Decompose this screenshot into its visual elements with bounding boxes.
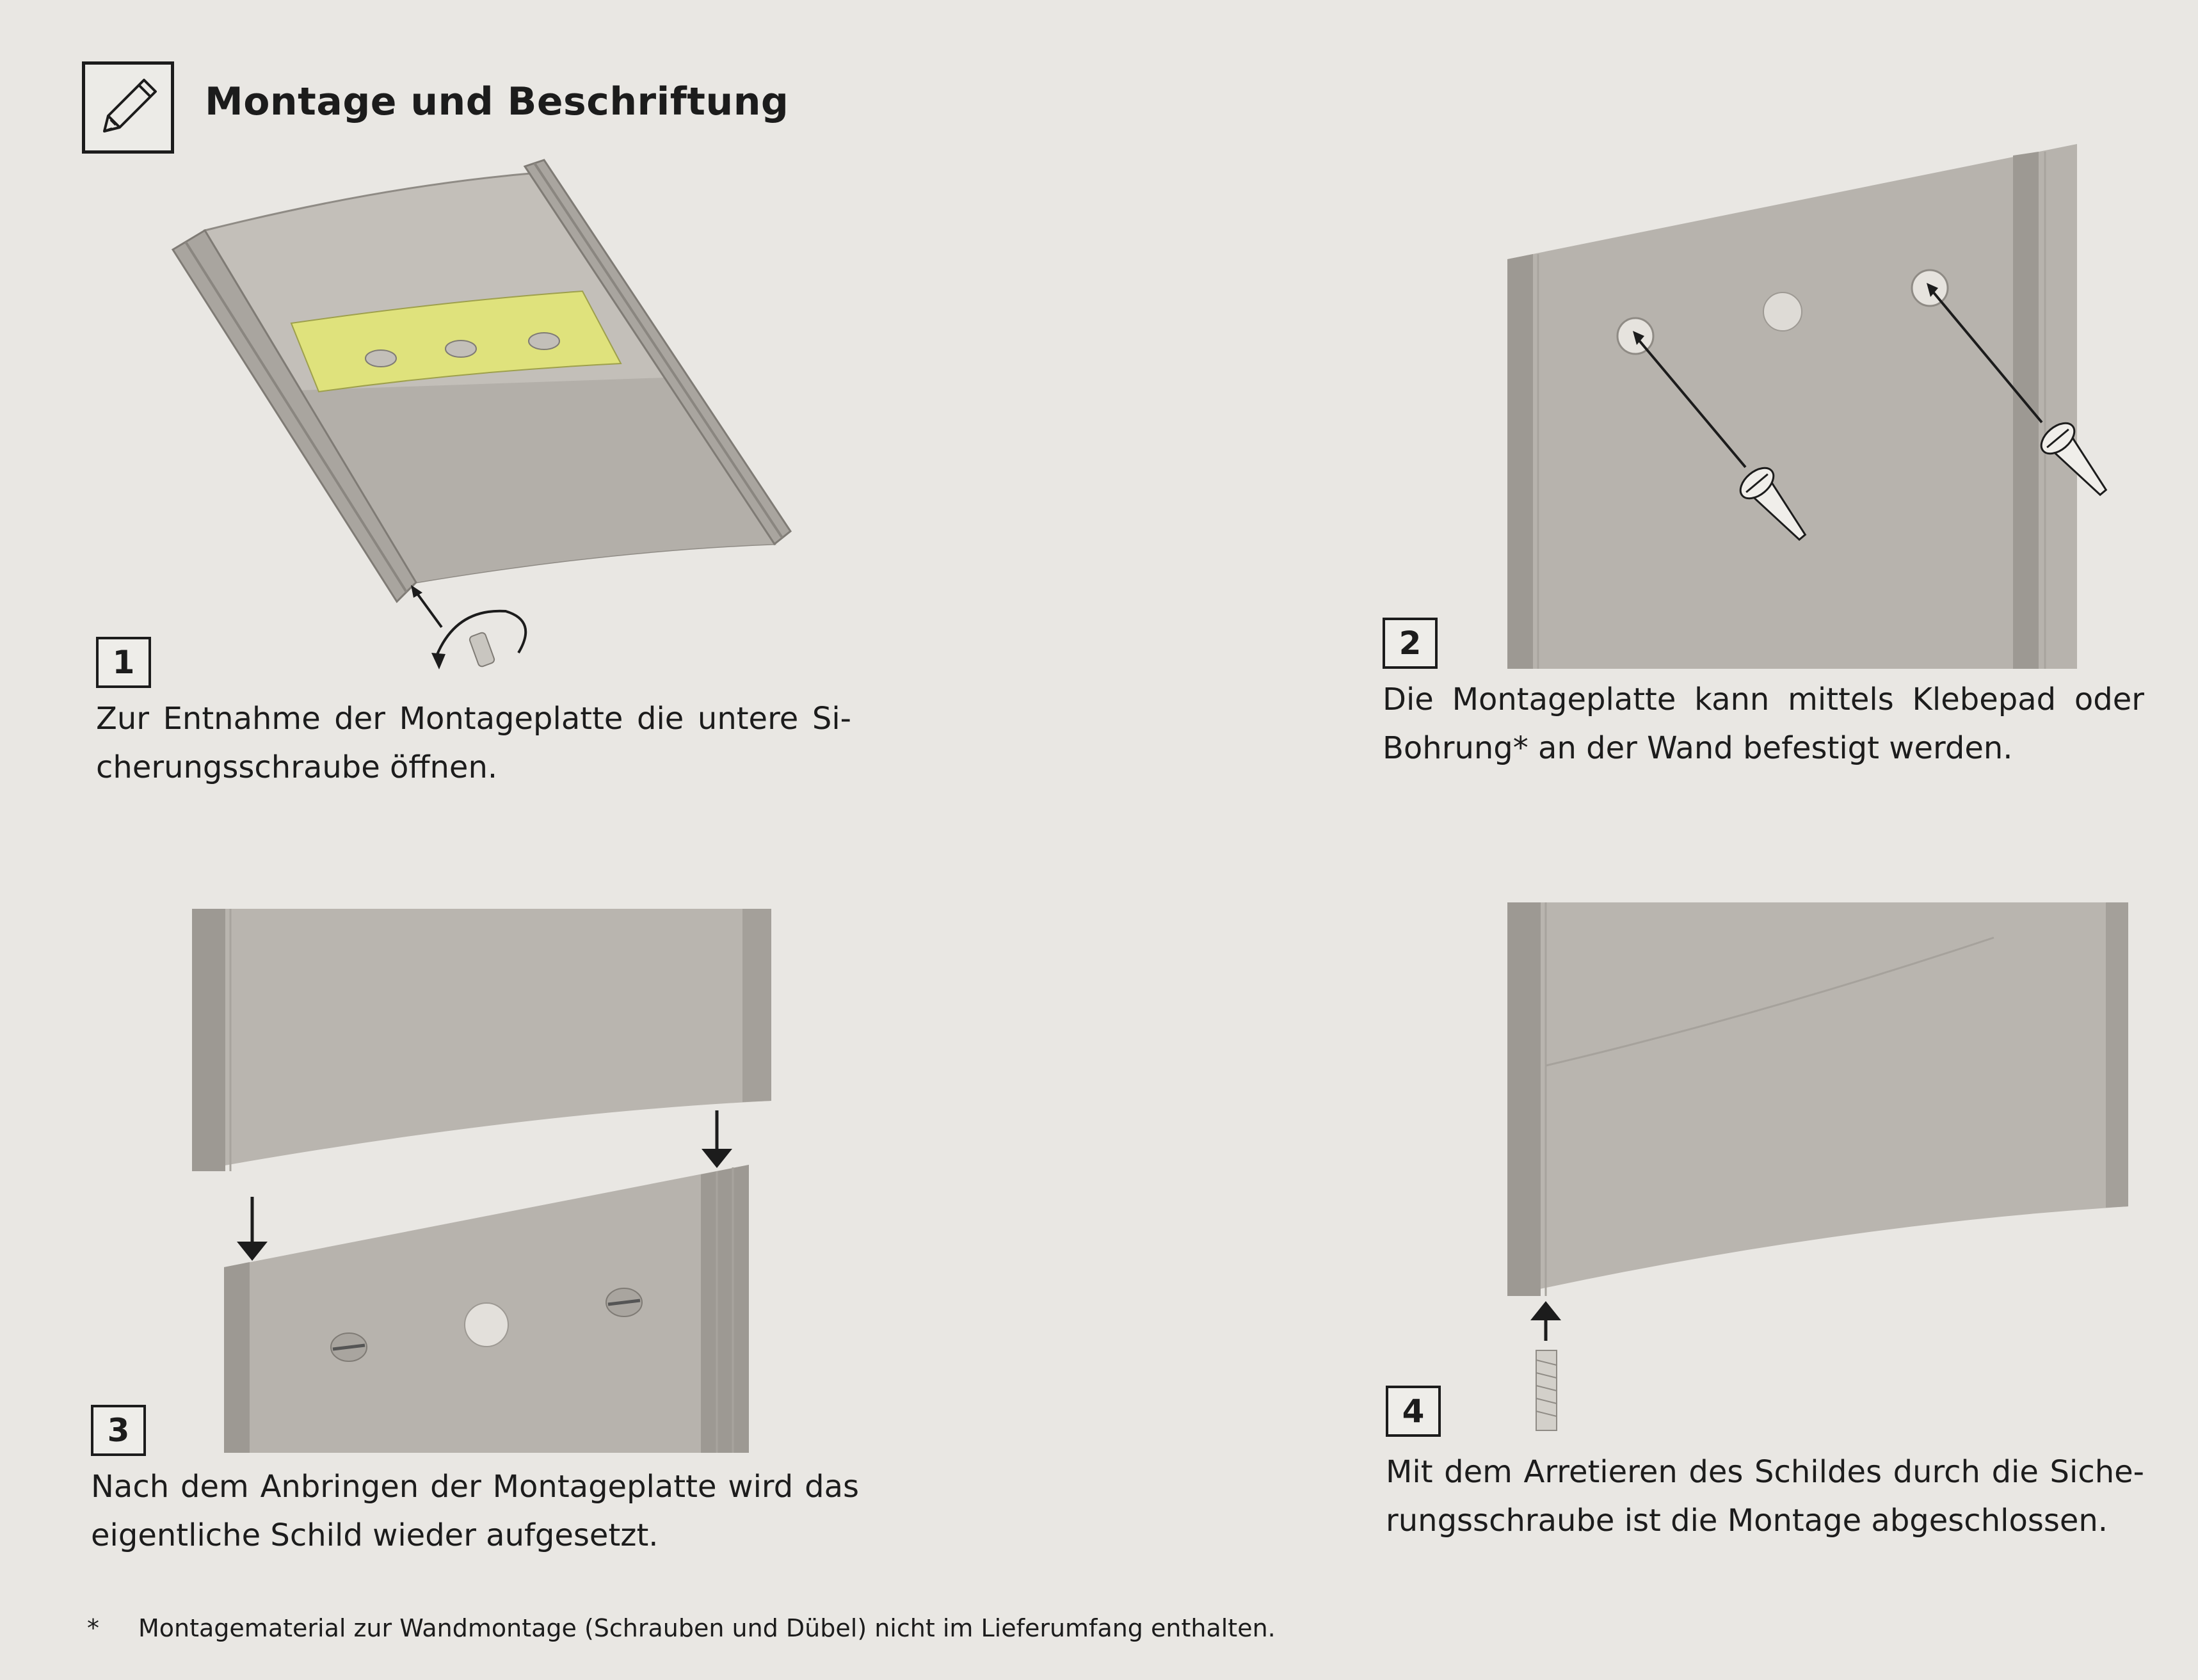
- footnote: * Montagematerial zur Wandmontage (Schrau…: [87, 1614, 1276, 1642]
- step-2-number: 2: [1383, 618, 1438, 669]
- step-2-illustration: [1507, 144, 2108, 669]
- step-1-illustration: [171, 159, 792, 669]
- step-4-illustration: [1507, 902, 2128, 1431]
- footnote-marker: *: [87, 1614, 99, 1642]
- footnote-text: Montagematerial zur Wandmontage (Schraub…: [138, 1614, 1276, 1642]
- step-3-number: 3: [91, 1405, 146, 1456]
- step-1-number: 1: [96, 637, 151, 688]
- step-3-illustration: [192, 909, 771, 1453]
- page-title: Montage und Beschriftung: [205, 79, 789, 124]
- step-4-text: Mit dem Arretieren des Schildes durch di…: [1386, 1454, 2144, 1539]
- step-1-text: Zur Entnahme der Montageplatte die unter…: [96, 701, 851, 785]
- step-4-number: 4: [1386, 1386, 1441, 1437]
- pencil-icon: [82, 61, 174, 154]
- step-2-text: Die Montageplatte kann mittels Klebepad …: [1383, 682, 2144, 766]
- step-3-text: Nach dem Anbringen der Montageplatte wir…: [91, 1469, 859, 1553]
